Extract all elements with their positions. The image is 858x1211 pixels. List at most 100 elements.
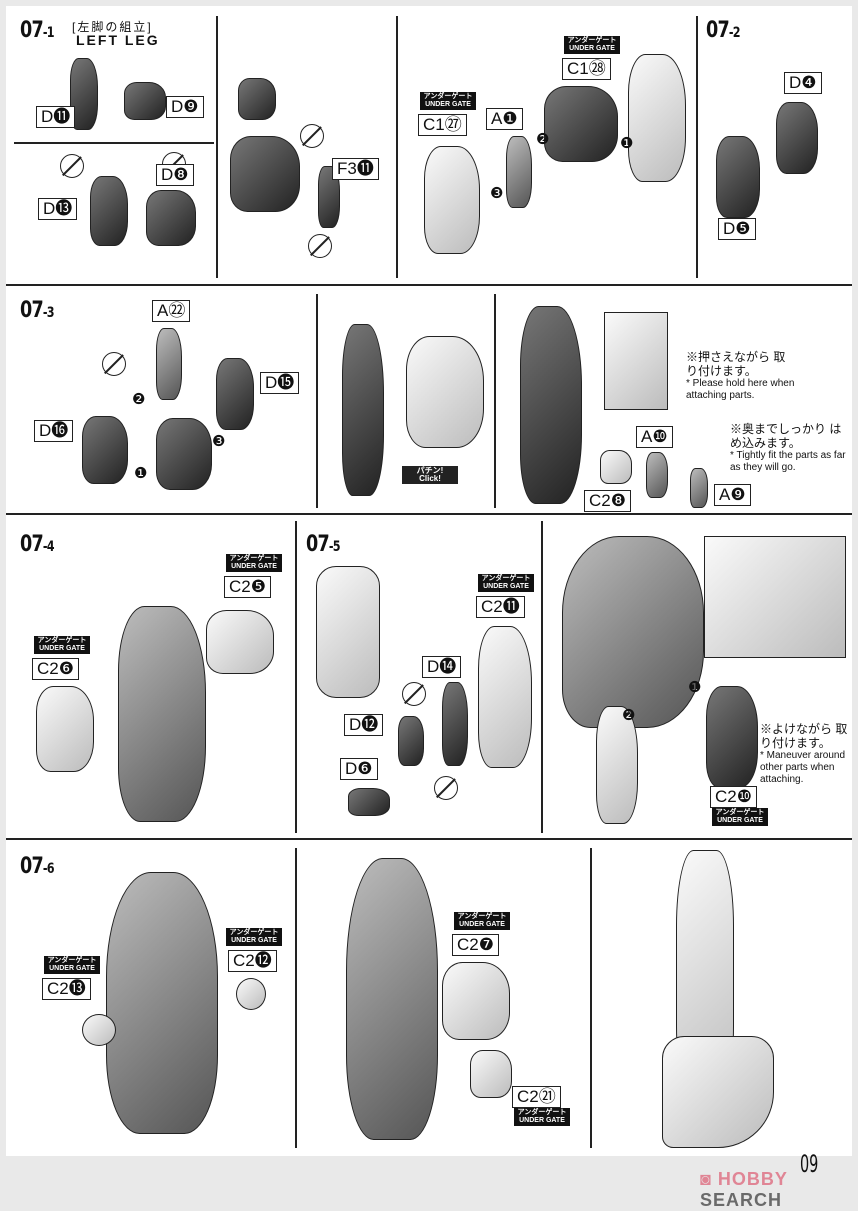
- part-label: F3⓫: [332, 158, 379, 180]
- part-illustration: [776, 102, 818, 174]
- divider: [590, 848, 592, 1148]
- part-illustration: [156, 418, 212, 490]
- part-label: C2❿: [710, 786, 757, 808]
- part-illustration: [478, 626, 532, 768]
- under-gate-badge: アンダーゲート UNDER GATE: [514, 1108, 570, 1126]
- under-gate-badge: アンダーゲート UNDER GATE: [44, 956, 100, 974]
- part-illustration: [106, 872, 218, 1134]
- part-illustration: [82, 1014, 116, 1046]
- part-label: D⓰: [34, 420, 74, 442]
- part-illustration: [406, 336, 484, 448]
- part-illustration: [316, 566, 380, 698]
- under-gate-badge: アンダーゲート UNDER GATE: [478, 574, 534, 592]
- divider: [494, 294, 496, 508]
- part-label: C2❻: [32, 658, 79, 680]
- watermark: ◙ HOBBY SEARCH: [700, 1169, 788, 1210]
- part-illustration: [156, 328, 182, 400]
- part-label: D⓫: [36, 106, 76, 128]
- order-mark: ❷: [622, 707, 636, 724]
- part-illustration: [398, 716, 424, 766]
- part-illustration: [544, 86, 618, 162]
- under-gate-badge: アンダーゲート UNDER GATE: [712, 808, 768, 826]
- part-illustration: [238, 78, 276, 120]
- step-number: 07-3: [20, 298, 55, 323]
- part-label: A❿: [636, 426, 673, 448]
- part-label: C2❼: [452, 934, 499, 956]
- under-gate-badge: アンダーゲート UNDER GATE: [34, 636, 90, 654]
- divider: [696, 16, 698, 278]
- part-label: C1㉘: [562, 58, 611, 80]
- part-illustration: [236, 978, 266, 1010]
- part-illustration: [124, 82, 166, 120]
- part-illustration: [146, 190, 196, 246]
- part-label: C2❽: [584, 490, 631, 512]
- order-mark: ❸: [212, 433, 226, 450]
- step-number: 07-1: [20, 18, 55, 43]
- part-illustration: [596, 706, 638, 824]
- part-illustration: [706, 686, 758, 788]
- part-label: D❺: [718, 218, 756, 240]
- divider: [216, 16, 218, 278]
- part-label: D❾: [166, 96, 204, 118]
- order-mark: ❸: [490, 185, 504, 202]
- part-label: A㉒: [152, 300, 191, 322]
- part-illustration: [690, 468, 708, 508]
- part-label: C2⓫: [476, 596, 525, 618]
- part-label: A❶: [486, 108, 523, 130]
- step-number: 07-5: [306, 532, 341, 557]
- cut-prohibited-icon: [300, 124, 324, 148]
- divider: [6, 284, 852, 286]
- part-illustration: [230, 136, 300, 212]
- part-illustration: [206, 610, 274, 674]
- cut-prohibited-icon: [402, 682, 426, 706]
- part-illustration: [90, 176, 128, 246]
- part-label: C2㉑: [512, 1086, 561, 1108]
- part-illustration: [506, 136, 532, 208]
- part-illustration: [562, 536, 704, 728]
- divider: [6, 838, 852, 840]
- divider: [396, 16, 398, 278]
- part-illustration: [318, 166, 340, 228]
- part-illustration: [646, 452, 668, 498]
- detail-inset: [604, 312, 668, 410]
- part-illustration: [424, 146, 480, 254]
- part-illustration: [342, 324, 384, 496]
- note: ※よけながら 取り付けます。* Maneuver around other pa…: [760, 722, 848, 785]
- part-illustration: [348, 788, 390, 816]
- part-illustration: [662, 1036, 774, 1148]
- part-label: D❽: [156, 164, 194, 186]
- section-title-en: LEFT LEG: [76, 32, 160, 48]
- divider: [541, 521, 543, 833]
- cut-prohibited-icon: [434, 776, 458, 800]
- divider: [14, 142, 214, 144]
- under-gate-badge: アンダーゲート UNDER GATE: [454, 912, 510, 930]
- cut-prohibited-icon: [308, 234, 332, 258]
- under-gate-badge: アンダーゲート UNDER GATE: [420, 92, 476, 110]
- order-mark: ❶: [620, 135, 634, 152]
- part-illustration: [442, 962, 510, 1040]
- part-illustration: [36, 686, 94, 772]
- step-number: 07-6: [20, 854, 55, 879]
- part-illustration: [442, 682, 468, 766]
- part-label: C2⓭: [42, 978, 91, 1000]
- divider: [6, 513, 852, 515]
- detail-inset: [704, 536, 846, 658]
- divider: [295, 848, 297, 1148]
- part-label: D⓯: [260, 372, 300, 394]
- part-illustration: [470, 1050, 512, 1098]
- page-number: 09: [800, 1150, 819, 1178]
- part-label: D⓮: [422, 656, 462, 678]
- note: ※押さえながら 取り付けます。* Please hold here when a…: [686, 350, 795, 401]
- part-label: C2❺: [224, 576, 271, 598]
- step-number: 07-2: [706, 18, 741, 43]
- part-label: D⓭: [38, 198, 78, 220]
- order-mark: ❷: [536, 131, 550, 148]
- part-illustration: [600, 450, 632, 484]
- part-label: A❾: [714, 484, 751, 506]
- divider: [316, 294, 318, 508]
- cut-prohibited-icon: [60, 154, 84, 178]
- part-illustration: [520, 306, 582, 504]
- under-gate-badge: アンダーゲート UNDER GATE: [226, 928, 282, 946]
- section-title-jp: [左脚の組立]: [72, 20, 153, 34]
- part-illustration: [216, 358, 254, 430]
